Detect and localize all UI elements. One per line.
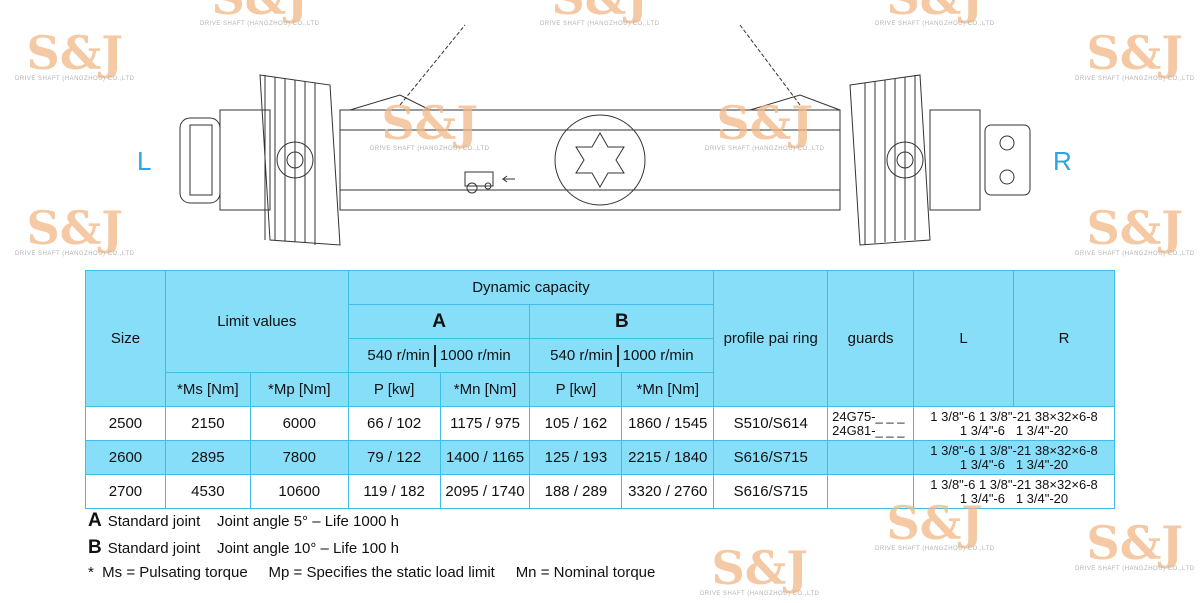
cell-profile: S616/S715 (713, 440, 829, 475)
cell-a_mn: 2095 / 1740 (439, 474, 531, 509)
header-l: L (913, 270, 1014, 407)
cell-a_mn: 1175 / 975 (439, 406, 531, 441)
watermark-logo: S&J (26, 26, 123, 80)
safety-chains (399, 24, 801, 106)
watermark-company: DRIVE SHAFT (HANGZHOU) CO.,LTD (700, 591, 820, 597)
rpm-540: 540 r/min (550, 346, 613, 364)
lr-line: 1 3/4"-6 1 3/4"-20 (959, 456, 1069, 472)
cell-ms: 2895 (164, 440, 251, 475)
legend-b: B Standard joint Joint angle 10° – Life 1… (88, 537, 399, 559)
specification-table: Size Limit values Dynamic capacity profi… (85, 270, 1116, 509)
header-profile: profile pai ring (713, 270, 829, 407)
left-yoke (179, 74, 341, 246)
legend-a-letter: A (88, 510, 102, 531)
cell-b_p: 125 / 193 (529, 440, 623, 475)
header-b-speeds: 540 r/min 1000 r/min (529, 338, 715, 373)
drive-shaft-drawing (179, 24, 1031, 246)
lr-line: 1 3/4"-6 1 3/4"-20 (959, 422, 1069, 438)
header-limit-values: Limit values (164, 270, 349, 373)
cell-a_mn: 1400 / 1165 (439, 440, 531, 475)
header-mp: *Mp [Nm] (249, 372, 349, 407)
cell-b_p: 105 / 162 (529, 406, 623, 441)
cell-profile: S616/S715 (713, 474, 829, 509)
legend-note: * Ms = Pulsating torque Mp = Specifies t… (88, 564, 656, 581)
cell-size: 2500 (85, 406, 166, 441)
legend-b-text: Standard joint Joint angle 10° – Life 10… (107, 540, 399, 557)
header-b: B (529, 304, 715, 339)
lr-line: 1 3/8"-6 1 3/8"-21 38×32×6-8 (930, 442, 1098, 458)
guards-line: 24G75-_ _ _ (832, 408, 905, 424)
header-size: Size (85, 270, 166, 407)
watermark-logo: S&J (1086, 26, 1183, 80)
right-side-label: R (1053, 146, 1072, 176)
header-a: A (347, 304, 531, 339)
header-ms: *Ms [Nm] (164, 372, 251, 407)
cell-b_mn: 3320 / 2760 (621, 474, 715, 509)
rpm-1000: 1000 r/min (439, 346, 511, 364)
watermark-company: DRIVE SHAFT (HANGZHOU) CO.,LTD (1075, 251, 1195, 257)
watermark-logo: S&J (1086, 201, 1183, 255)
header-a-speeds: 540 r/min 1000 r/min (347, 338, 531, 373)
rpm-1000: 1000 r/min (622, 346, 694, 364)
cell-b_mn: 2215 / 1840 (621, 440, 715, 475)
cell-a_p: 119 / 182 (347, 474, 441, 509)
watermark-logo: S&J (1086, 516, 1183, 570)
lr-line: 1 3/8"-6 1 3/8"-21 38×32×6-8 (930, 408, 1098, 424)
legend-a: A Standard joint Joint angle 5° – Life 10… (88, 510, 399, 532)
header-guards: guards (827, 270, 915, 407)
lr-line: 1 3/8"-6 1 3/8"-21 38×32×6-8 (930, 476, 1098, 492)
cell-b_mn: 1860 / 1545 (621, 406, 715, 441)
header-a-mn: *Mn [Nm] (439, 372, 531, 407)
cell-a_p: 66 / 102 (347, 406, 441, 441)
cell-mp: 10600 (249, 474, 349, 509)
watermark-logo: S&J (711, 541, 808, 595)
header-b-p: P [kw] (529, 372, 623, 407)
watermark-company: DRIVE SHAFT (HANGZHOU) CO.,LTD (1075, 566, 1195, 572)
watermark-company: DRIVE SHAFT (HANGZHOU) CO.,LTD (1075, 76, 1195, 82)
outer-tube (339, 94, 841, 211)
left-side-label: L (137, 146, 152, 176)
profile-star-section (554, 114, 646, 206)
cell-guards (827, 474, 915, 509)
cell-a_p: 79 / 122 (347, 440, 441, 475)
header-b-mn: *Mn [Nm] (621, 372, 715, 407)
header-a-p: P [kw] (347, 372, 441, 407)
watermark-logo: S&J (26, 201, 123, 255)
cell-profile: S510/S614 (713, 406, 829, 441)
cell-b_p: 188 / 289 (529, 474, 623, 509)
cell-guards (827, 440, 915, 475)
cell-guards: 24G75-_ _ _24G81-_ _ _ (827, 406, 915, 441)
header-dynamic-capacity: Dynamic capacity (347, 270, 715, 305)
legend-b-letter: B (88, 537, 102, 558)
watermark-company: DRIVE SHAFT (HANGZHOU) CO.,LTD (15, 251, 135, 257)
tractor-icon (464, 171, 515, 194)
lr-line: 1 3/4"-6 1 3/4"-20 (959, 490, 1069, 506)
guards-line: 24G81-_ _ _ (832, 422, 905, 438)
cell-mp: 7800 (249, 440, 349, 475)
cell-ms: 2150 (164, 406, 251, 441)
header-r: R (1012, 270, 1116, 407)
right-yoke (849, 74, 1031, 246)
rpm-540: 540 r/min (367, 346, 430, 364)
watermark-company: DRIVE SHAFT (HANGZHOU) CO.,LTD (15, 76, 135, 82)
watermark-company: DRIVE SHAFT (HANGZHOU) CO.,LTD (875, 546, 995, 552)
cell-ms: 4530 (164, 474, 251, 509)
cell-mp: 6000 (249, 406, 349, 441)
cell-size: 2600 (85, 440, 166, 475)
cell-size: 2700 (85, 474, 166, 509)
legend-a-text: Standard joint Joint angle 5° – Life 100… (107, 513, 399, 530)
